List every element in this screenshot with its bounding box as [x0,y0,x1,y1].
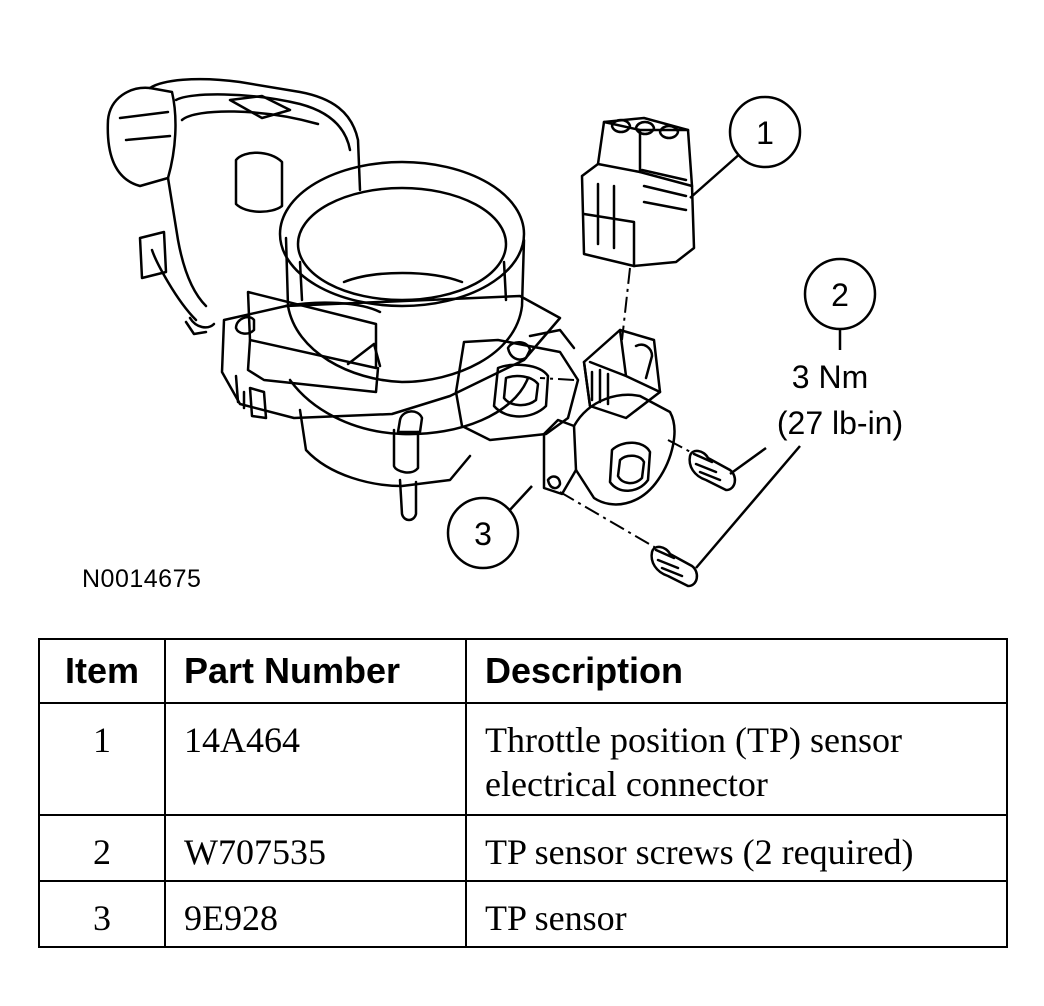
header-item: Item [38,638,166,704]
row-1-item: 1 [38,702,166,816]
row-3-part-number: 9E928 [164,880,467,948]
callout-2-label: 2 [831,277,849,313]
table-row: 2 W707535 TP sensor screws (2 required) [38,814,1008,882]
header-description: Description [465,638,1008,704]
torque-metric: 3 Nm [792,359,868,395]
callout-1-label: 1 [756,115,774,151]
torque-imperial: (27 lb-in) [777,405,903,441]
row-3-item: 3 [38,880,166,948]
row-1-description-line-2: electrical connector [485,764,768,804]
table-row: 1 14A464 Throttle position (TP) sensor e… [38,702,1008,816]
header-part-number: Part Number [164,638,467,704]
screw-drawing-upper [688,449,737,492]
row-2-description: TP sensor screws (2 required) [465,814,1008,882]
row-1-description-line-1: Throttle position (TP) sensor [485,720,902,760]
callout-1: 1 [728,95,802,169]
parts-table: Item Part Number Description 1 14A464 Th… [38,638,1008,948]
row-2-part-number: W707535 [164,814,467,882]
throttle-body-drawing [106,77,580,522]
row-3-description: TP sensor [465,880,1008,948]
callout-3: 3 [446,496,520,570]
exploded-view-diagram: 1 2 3 3 Nm (27 lb-in) [106,77,903,588]
table-header-row: Item Part Number Description [38,638,1008,704]
figure-id: N0014675 [82,565,202,593]
screw-drawing-lower [650,545,699,588]
row-2-item: 2 [38,814,166,882]
callout-2: 2 [803,257,877,331]
table-row: 3 9E928 TP sensor [38,880,1008,948]
callout-3-label: 3 [474,516,492,552]
row-1-description: Throttle position (TP) sensor electrical… [465,702,1008,816]
tp-connector-drawing [580,116,696,268]
row-1-part-number: 14A464 [164,702,467,816]
tp-sensor-drawing [542,328,676,506]
